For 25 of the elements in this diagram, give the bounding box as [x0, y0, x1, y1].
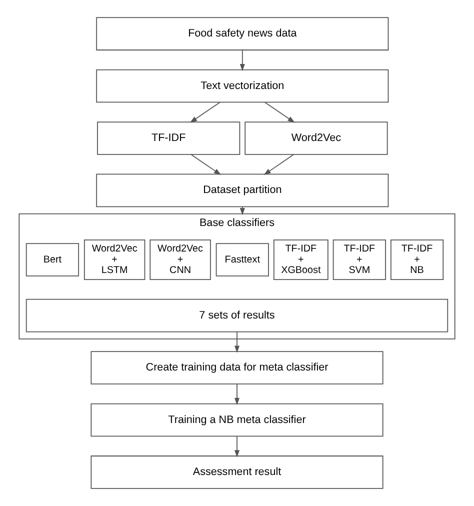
node-box: Create training data for meta classifier: [90, 351, 384, 384]
arrow: [234, 436, 240, 458]
node-box: Assessment result: [90, 456, 384, 489]
arrow: [240, 206, 245, 216]
node-box: Text vectorization: [96, 69, 389, 103]
node-box: TF-IDF + NB: [390, 240, 444, 280]
node-box: TF-IDF + SVM: [332, 240, 386, 280]
node-box: TF-IDF + XGBoost: [273, 240, 328, 280]
arrow: [264, 154, 294, 175]
node-box: Food safety news data: [96, 17, 389, 50]
node-box: Dataset partition: [96, 174, 389, 208]
arrow: [190, 102, 220, 123]
node-box: 7 sets of results: [26, 298, 448, 332]
arrow: [190, 154, 222, 175]
arrow: [234, 384, 240, 406]
arrow: [264, 102, 295, 123]
node-box: Word2Vec + CNN: [150, 240, 211, 280]
node-box: Training a NB meta classifier: [90, 403, 384, 437]
node-box: Fasttext: [216, 243, 269, 276]
arrow: [240, 50, 245, 72]
arrow: [234, 331, 240, 353]
node-box: Word2Vec: [244, 122, 388, 155]
node-box: Word2Vec + LSTM: [84, 240, 146, 280]
node-box: Bert: [26, 243, 80, 276]
node-box: TF-IDF: [97, 122, 240, 155]
